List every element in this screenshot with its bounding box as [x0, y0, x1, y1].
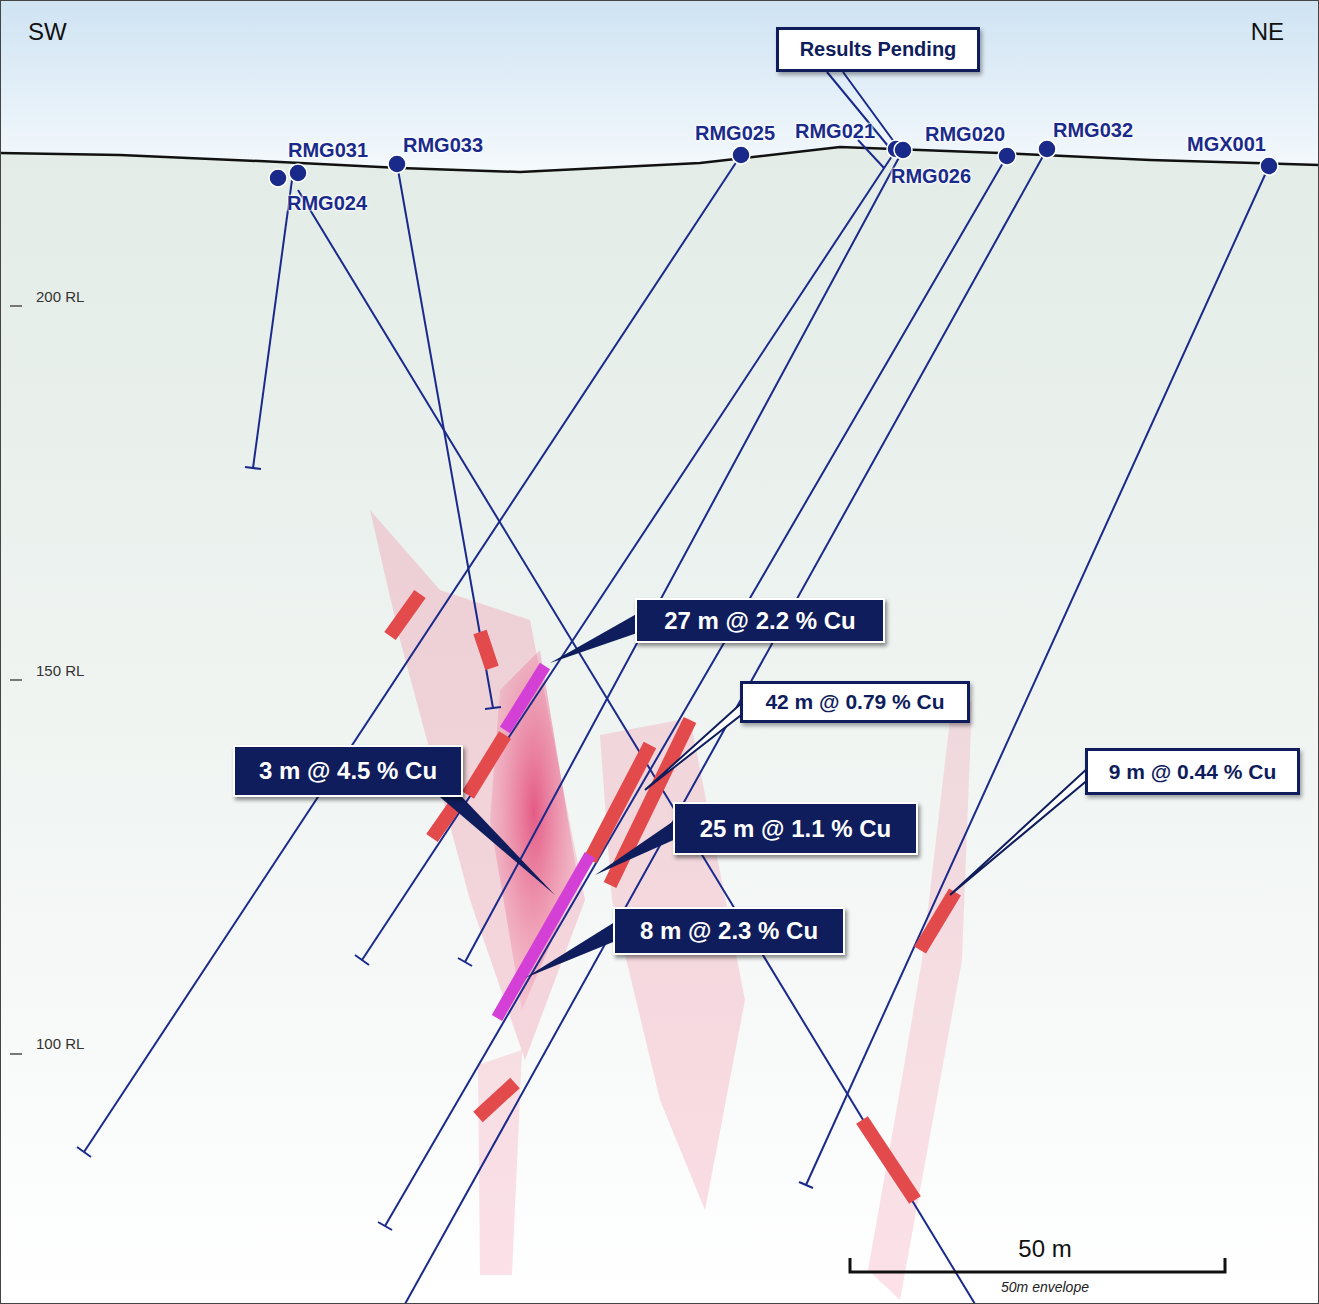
rl-label: 150 RL — [36, 662, 84, 679]
hole-id: MGX001 — [1187, 133, 1266, 156]
drill-trace — [77, 72, 1269, 1304]
callout-text: 25 m @ 1.1 % Cu — [700, 815, 891, 843]
hole-id: RMG024 — [287, 192, 367, 215]
callout-box: 3 m @ 4.5 % Cu — [233, 745, 463, 797]
callout-box: Results Pending — [776, 27, 980, 72]
callout-pointer — [440, 612, 1090, 978]
high-grade-intercept — [497, 666, 590, 1018]
rl-label: 100 RL — [36, 1035, 84, 1052]
callout-box: 42 m @ 0.79 % Cu — [740, 681, 970, 723]
callout-box: 25 m @ 1.1 % Cu — [673, 802, 918, 855]
hole-id: RMG032 — [1053, 119, 1133, 142]
rl-tick — [10, 306, 22, 1054]
direction-label: NE — [1251, 18, 1284, 46]
hole-id: RMG020 — [925, 123, 1005, 146]
callout-text: 42 m @ 0.79 % Cu — [765, 690, 944, 714]
callout-text: 3 m @ 4.5 % Cu — [259, 757, 437, 785]
hole-id: RMG021 — [795, 120, 875, 143]
callout-text: Results Pending — [800, 38, 957, 61]
callout-text: 27 m @ 2.2 % Cu — [664, 607, 855, 635]
scale-label: 50 m — [1018, 1235, 1071, 1263]
callout-box: 8 m @ 2.3 % Cu — [613, 907, 845, 955]
mineral-envelope — [370, 510, 972, 1300]
callout-text: 9 m @ 0.44 % Cu — [1109, 760, 1277, 784]
direction-label: SW — [28, 18, 67, 46]
hole-id: RMG026 — [891, 165, 971, 188]
callout-box: 27 m @ 2.2 % Cu — [635, 598, 885, 643]
hole-id: RMG031 — [288, 139, 368, 162]
hole-id: RMG025 — [695, 122, 775, 145]
hole-id: RMG033 — [403, 134, 483, 157]
scale-note: 50m envelope — [1001, 1279, 1089, 1295]
rl-label: 200 RL — [36, 288, 84, 305]
callout-box: 9 m @ 0.44 % Cu — [1085, 748, 1300, 795]
callout-text: 8 m @ 2.3 % Cu — [640, 917, 818, 945]
